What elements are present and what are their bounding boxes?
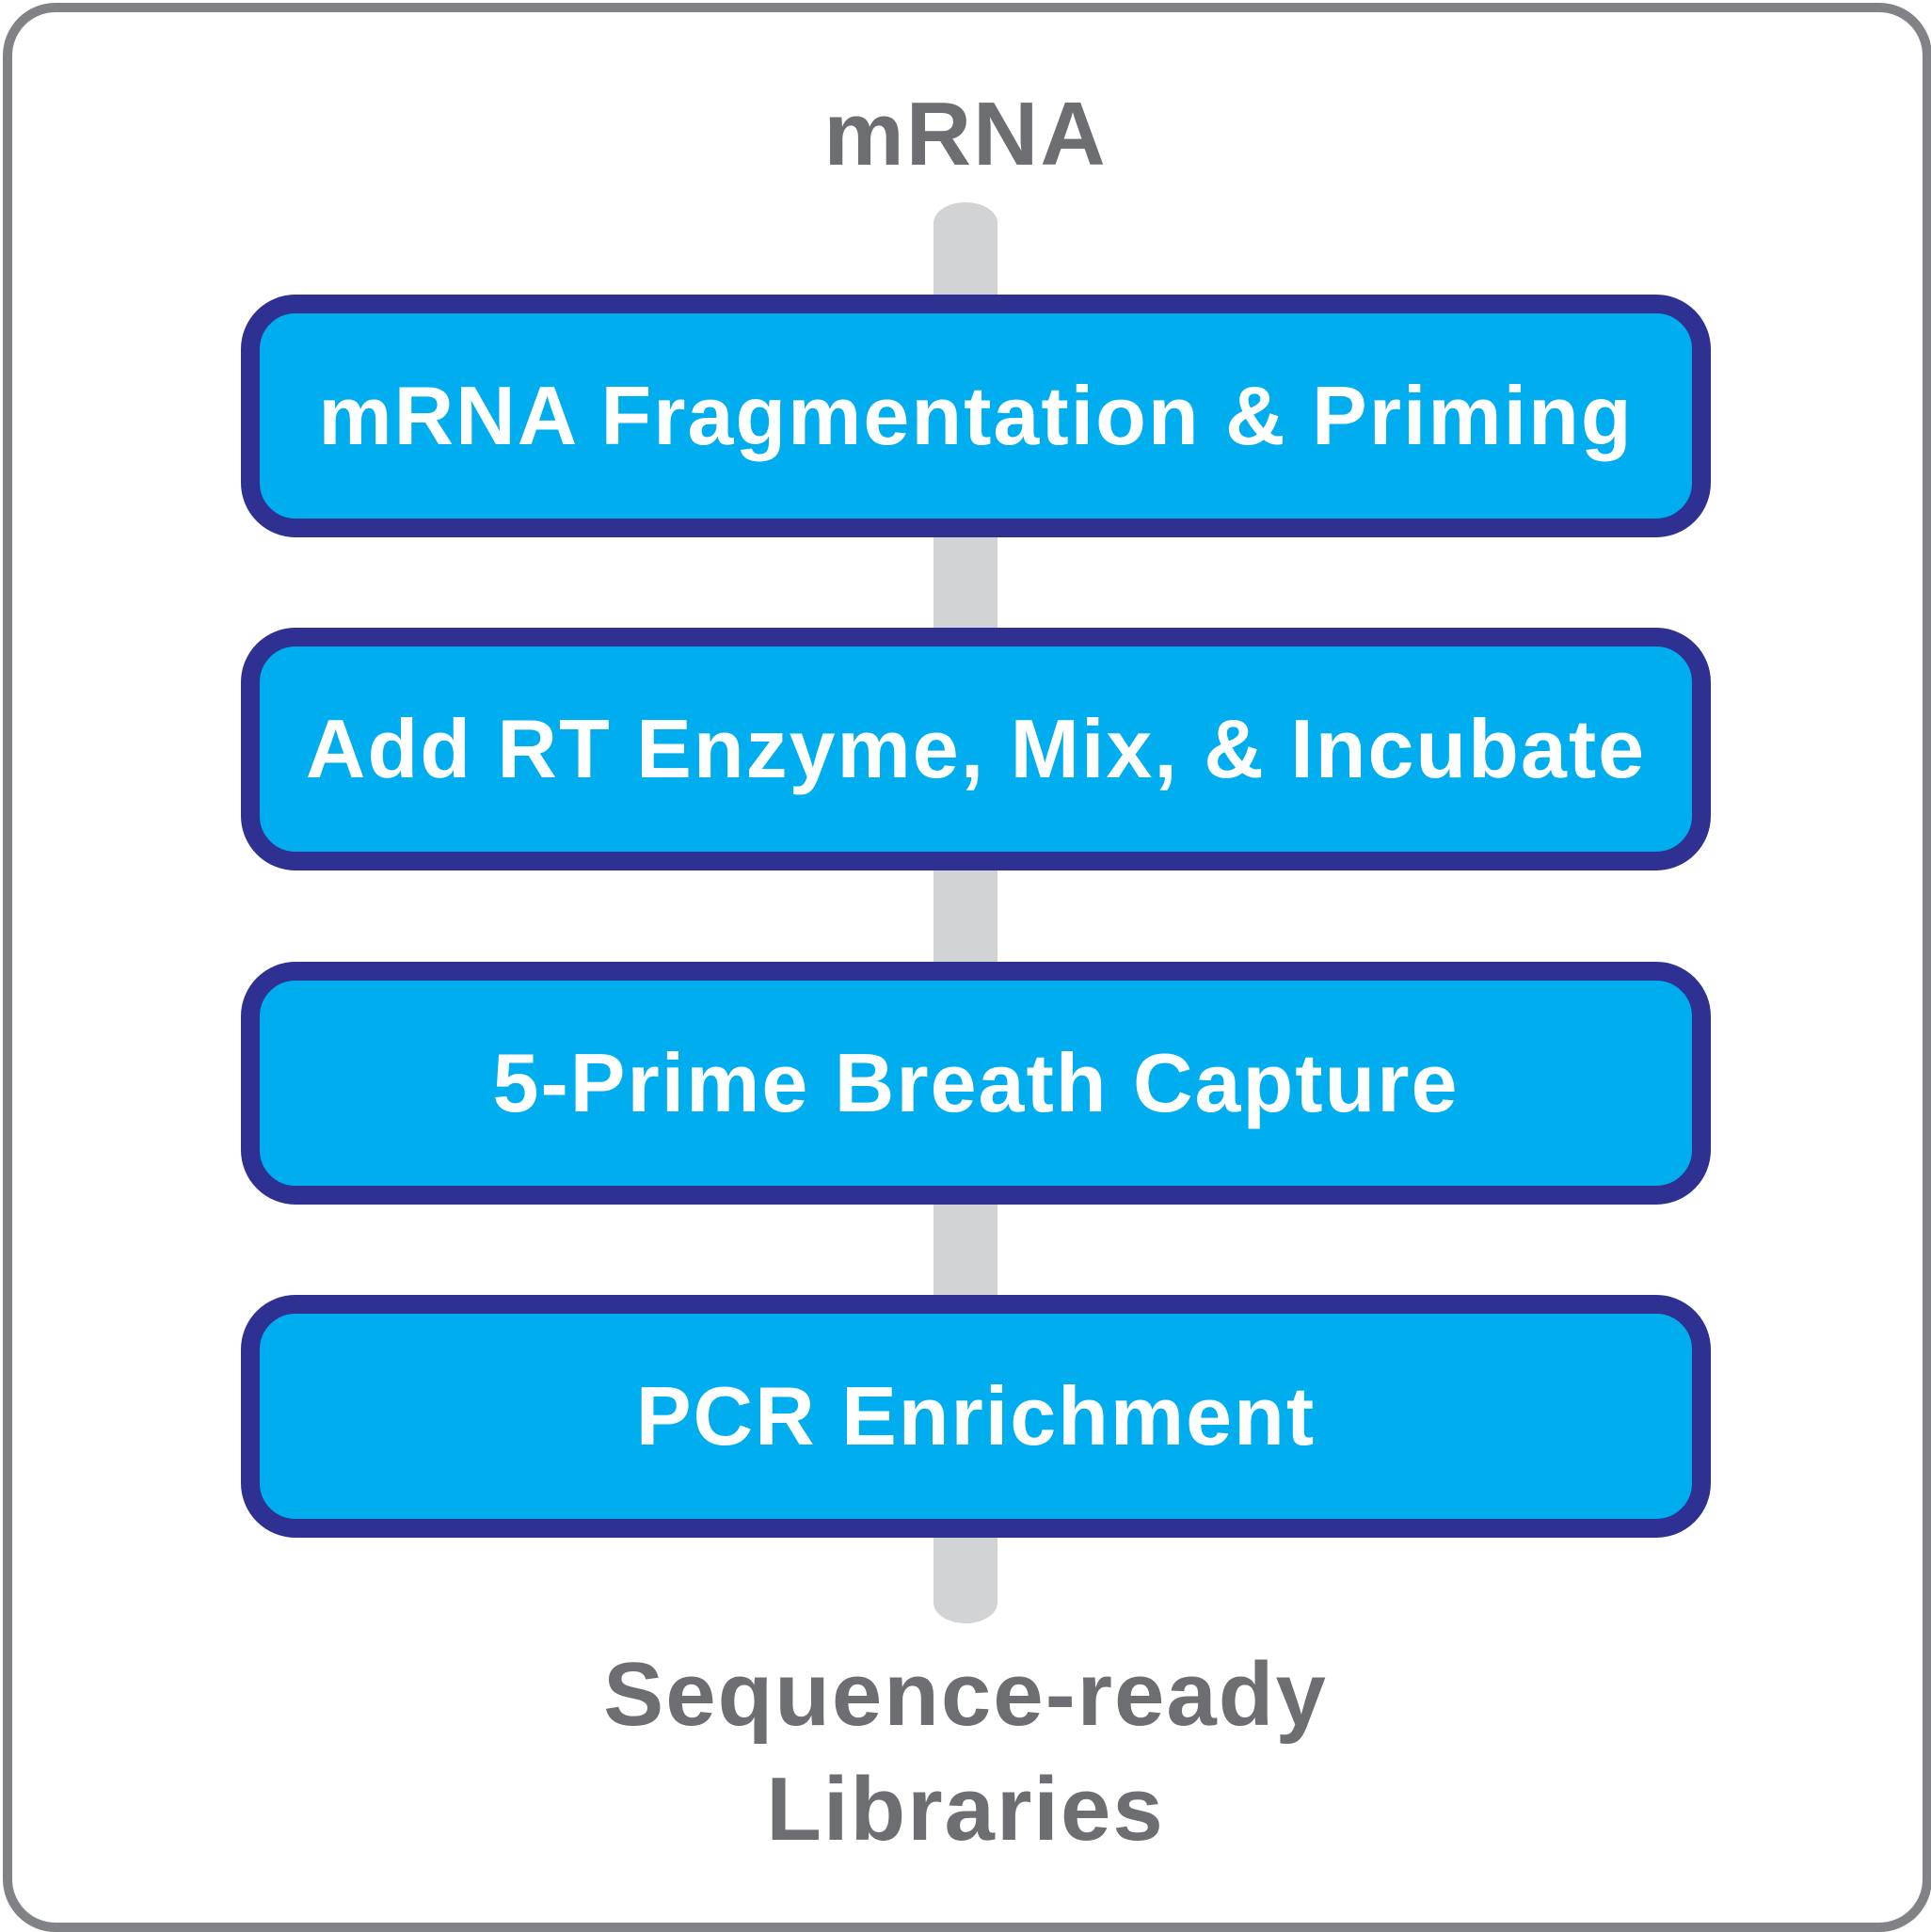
output-label-line-1: Sequence-ready xyxy=(603,1644,1328,1745)
step-add-rt-enzyme: Add RT Enzyme, Mix, & Incubate xyxy=(241,628,1711,870)
step-fragmentation-priming: mRNA Fragmentation & Priming xyxy=(241,295,1711,537)
step-pcr-enrichment: PCR Enrichment xyxy=(241,1295,1711,1538)
input-label: mRNA xyxy=(823,84,1108,184)
output-label-line-2: Libraries xyxy=(766,1759,1165,1860)
output-label: Sequence-ready Libraries xyxy=(0,1637,1931,1867)
step-label: mRNA Fragmentation & Priming xyxy=(318,369,1634,462)
step-label: 5-Prime Breath Capture xyxy=(492,1036,1460,1129)
step-breath-capture: 5-Prime Breath Capture xyxy=(241,962,1711,1205)
step-label: Add RT Enzyme, Mix, & Incubate xyxy=(305,702,1647,795)
step-label: PCR Enrichment xyxy=(635,1369,1317,1462)
